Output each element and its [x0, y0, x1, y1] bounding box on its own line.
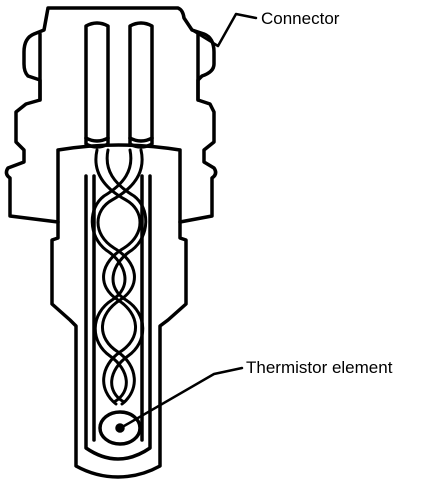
- sensor-housing-outline: [4, 6, 218, 479]
- probe-inner-tube: [84, 174, 152, 461]
- thermistor-element: [98, 410, 142, 446]
- terminal-pin-left: [84, 21, 110, 149]
- terminal-pin-right-band: [128, 136, 154, 143]
- thermistor-label: Thermistor element: [246, 358, 393, 377]
- terminal-pin-left-band: [84, 136, 110, 143]
- terminal-pin-right: [128, 21, 154, 149]
- connector-label: Connector: [261, 9, 340, 28]
- lead-wire-a-edge: [105, 148, 148, 404]
- lead-wire-b: [96, 148, 144, 406]
- connector-leader-line: [190, 12, 258, 48]
- lead-wire-b-edge: [90, 148, 133, 404]
- head-inner-ledge: [56, 143, 182, 224]
- thermistor-leader-line: [122, 366, 244, 428]
- thermistor-element-dot: [115, 423, 125, 433]
- connector-ridge-line: [38, 32, 200, 102]
